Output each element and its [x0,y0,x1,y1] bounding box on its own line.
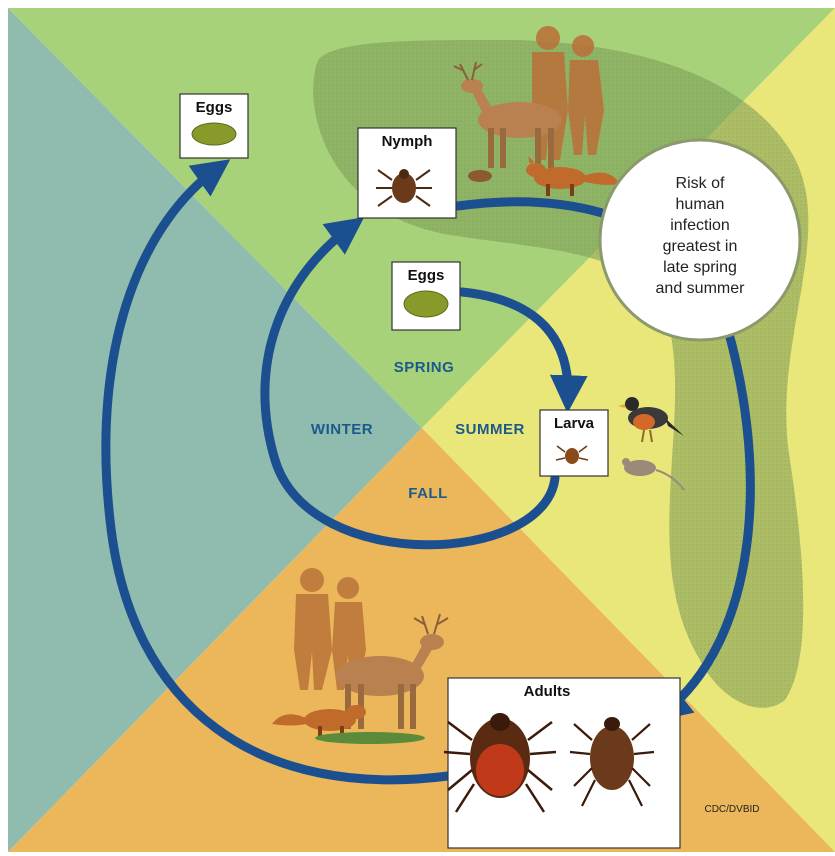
risk-line-3: infection [670,217,730,234]
risk-line-4: greatest in [663,238,738,255]
season-spring-label: SPRING [394,359,455,376]
robin-illustration [618,397,684,443]
nymph-tick-icon [376,169,432,207]
nymph-box: Nymph [357,127,457,219]
eggs-top-label: Eggs [196,99,233,116]
fox-illustration-top [526,156,620,196]
arrow-eggs-to-larva [457,287,588,414]
eggs-box-top: Eggs [179,93,249,159]
credit-label: CDC/DVBID [704,804,759,815]
season-summer-label: SUMMER [455,421,525,438]
risk-line-1: Risk of [676,175,725,192]
adults-box: Adults [443,677,681,849]
egg-cluster-icon [191,122,237,146]
adult-female-tick-icon [443,713,557,813]
season-fall-label: FALL [408,485,448,502]
mouse-illustration [622,458,685,491]
larva-label: Larva [554,415,595,432]
arrow-larva-to-nymph [260,217,560,550]
winter-quadrant [8,8,422,852]
larva-tick-icon [555,445,589,464]
risk-line-2: human [676,196,725,213]
adults-label: Adults [524,683,571,700]
arrow-adults-to-eggs [101,159,453,785]
fox-illustration-bottom [272,705,366,740]
risk-line-6: and summer [656,280,746,297]
egg-cluster-center-icon [403,290,449,318]
chipmunk-illustration [468,170,492,182]
deer-illustration-top [453,61,562,168]
eggs-center-label: Eggs [408,267,445,284]
deer-illustration-bottom [336,613,449,729]
risk-callout: Risk of human infection greatest in late… [598,138,802,342]
season-winter-label: WINTER [311,421,373,438]
eggs-box-center: Eggs [391,261,461,331]
adult-male-tick-icon [569,717,655,807]
larva-box: Larva [539,409,609,477]
grass-patch-bottom [315,732,425,744]
risk-line-5: late spring [663,259,737,276]
nymph-label: Nymph [382,133,433,150]
